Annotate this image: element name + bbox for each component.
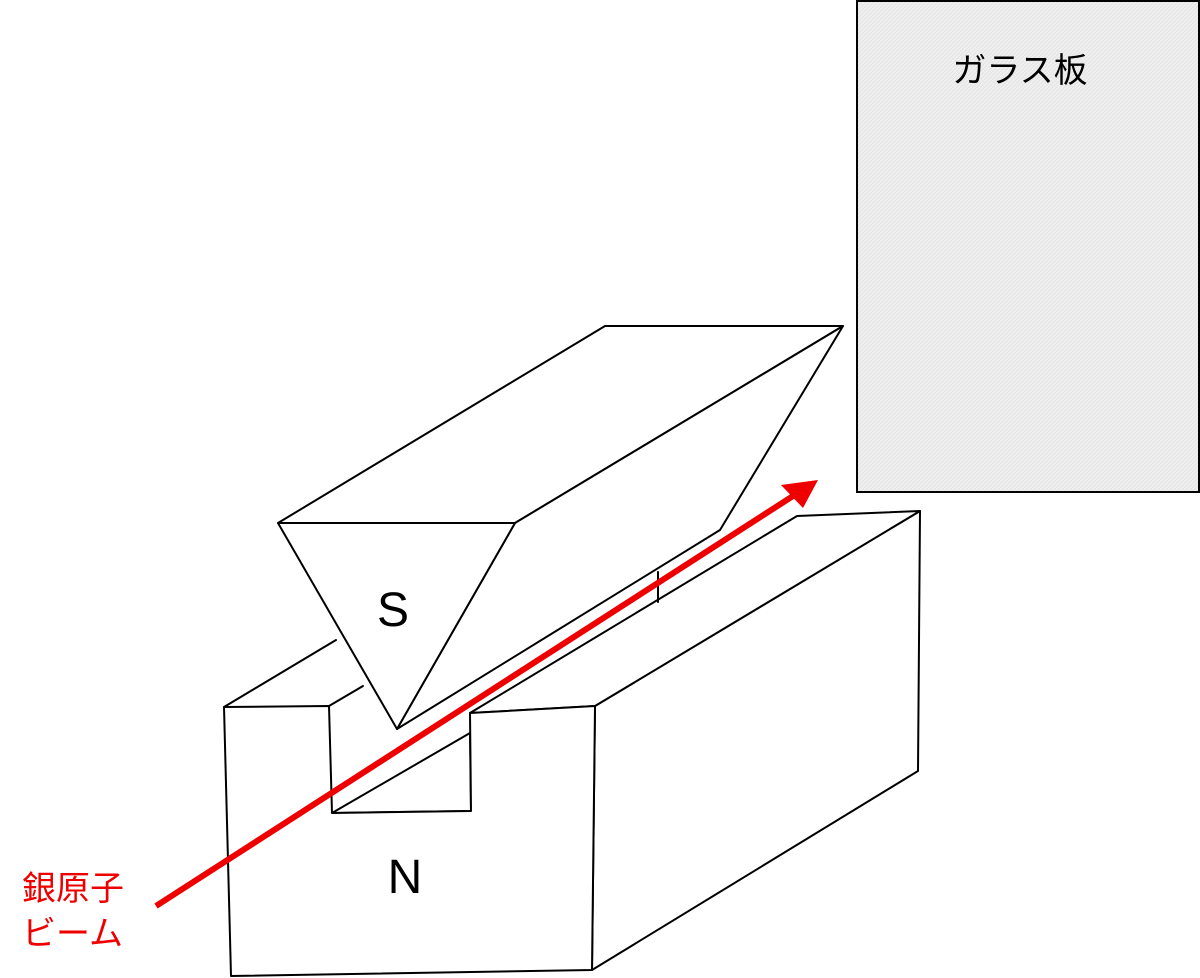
beam-label-line1: 銀原子 bbox=[22, 869, 124, 909]
north-pole-label: N bbox=[388, 851, 423, 904]
beam-arrowhead bbox=[781, 480, 818, 508]
south-magnet-front-face bbox=[277, 522, 516, 730]
glass-plate-label: ガラス板 bbox=[952, 51, 1087, 91]
north-magnet-channel-left-edge bbox=[328, 685, 364, 707]
glass-plate-rect bbox=[856, 0, 1200, 493]
beam-line bbox=[154, 493, 795, 909]
silver-atom-beam: 銀原子 ビーム bbox=[22, 480, 818, 954]
south-pole-label: S bbox=[377, 584, 409, 637]
north-magnet-top-left-edge bbox=[223, 639, 337, 708]
north-pole-magnet: N bbox=[223, 510, 921, 977]
north-magnet-front-face bbox=[223, 705, 596, 977]
beam-label-line2: ビーム bbox=[22, 914, 123, 954]
glass-plate: ガラス板 bbox=[856, 0, 1200, 493]
south-pole-magnet: S bbox=[277, 325, 844, 730]
